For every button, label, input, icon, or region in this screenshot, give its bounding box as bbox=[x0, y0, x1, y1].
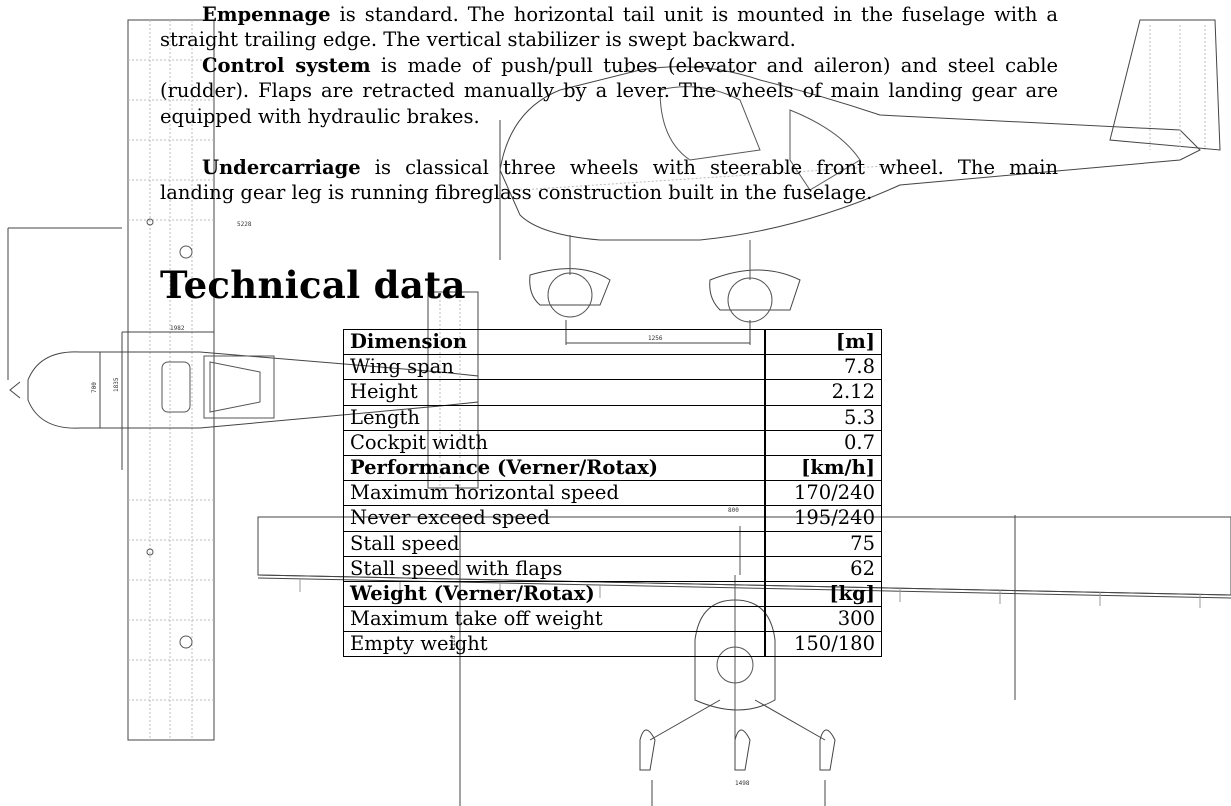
table-cell-name: Empty weight bbox=[343, 631, 766, 658]
empennage-paragraph: Empennage is standard. The horizontal ta… bbox=[160, 2, 1058, 53]
top-fuselage-label: 1982 bbox=[170, 325, 185, 332]
table-cell-name: Dimension bbox=[343, 328, 766, 356]
table-cell-name: Height bbox=[343, 379, 766, 406]
top-width-label-b: 700 bbox=[91, 382, 98, 393]
top-span-label: 5228 bbox=[237, 221, 252, 228]
table-cell-value: 170/240 bbox=[764, 480, 882, 507]
table-cell-value: 7.8 bbox=[764, 354, 882, 381]
table-cell-value: 2.12 bbox=[764, 379, 882, 406]
table-cell-value: [m] bbox=[764, 328, 882, 356]
table-cell-value: 300 bbox=[764, 606, 882, 633]
empennage-text: is standard. The horizontal tail unit is… bbox=[160, 3, 1058, 52]
section-heading: Technical data bbox=[160, 263, 466, 307]
table-row-weight-header: Weight (Verner/Rotax)[kg] bbox=[343, 580, 882, 608]
table-cell-value: 62 bbox=[764, 555, 882, 582]
control-system-lead: Control system bbox=[202, 54, 371, 77]
undercarriage-lead: Undercarriage bbox=[202, 156, 361, 179]
table-cell-name: Length bbox=[343, 404, 766, 431]
front-track-label: 1498 bbox=[735, 780, 750, 787]
table-cell-name: Stall speed bbox=[343, 530, 766, 557]
table-cell-value: 195/240 bbox=[764, 505, 882, 532]
control-system-paragraph: Control system is made of push/pull tube… bbox=[160, 53, 1058, 129]
table-cell-value: [km/h] bbox=[764, 454, 882, 482]
table-cell-name: Maximum horizontal speed bbox=[343, 480, 766, 507]
table-cell-name: Never exceed speed bbox=[343, 505, 766, 532]
undercarriage-text: is classical three wheels with steerable… bbox=[160, 156, 1058, 205]
table-cell-name: Stall speed with flaps bbox=[343, 555, 766, 582]
table-cell-name: Weight (Verner/Rotax) bbox=[343, 580, 766, 608]
control-system-text: is made of push/pull tubes (elevator and… bbox=[160, 54, 1058, 128]
table-cell-name: Maximum take off weight bbox=[343, 606, 766, 633]
table-cell-value: 0.7 bbox=[764, 429, 882, 456]
table-cell-value: 150/180 bbox=[764, 631, 882, 658]
undercarriage-paragraph: Undercarriage is classical three wheels … bbox=[160, 155, 1058, 206]
table-row-performance-header: Performance (Verner/Rotax)[km/h] bbox=[343, 454, 882, 482]
table-row-dimension-header: Dimension[m] bbox=[343, 328, 882, 356]
table-cell-name: Wing span bbox=[343, 354, 766, 381]
table-cell-value: 75 bbox=[764, 530, 882, 557]
table-cell-name: Performance (Verner/Rotax) bbox=[343, 454, 766, 482]
table-cell-value: 5.3 bbox=[764, 404, 882, 431]
empennage-lead: Empennage bbox=[202, 3, 331, 26]
table-cell-name: Cockpit width bbox=[343, 429, 766, 456]
table-cell-value: [kg] bbox=[764, 580, 882, 608]
top-width-label-a: 1835 bbox=[113, 377, 120, 392]
